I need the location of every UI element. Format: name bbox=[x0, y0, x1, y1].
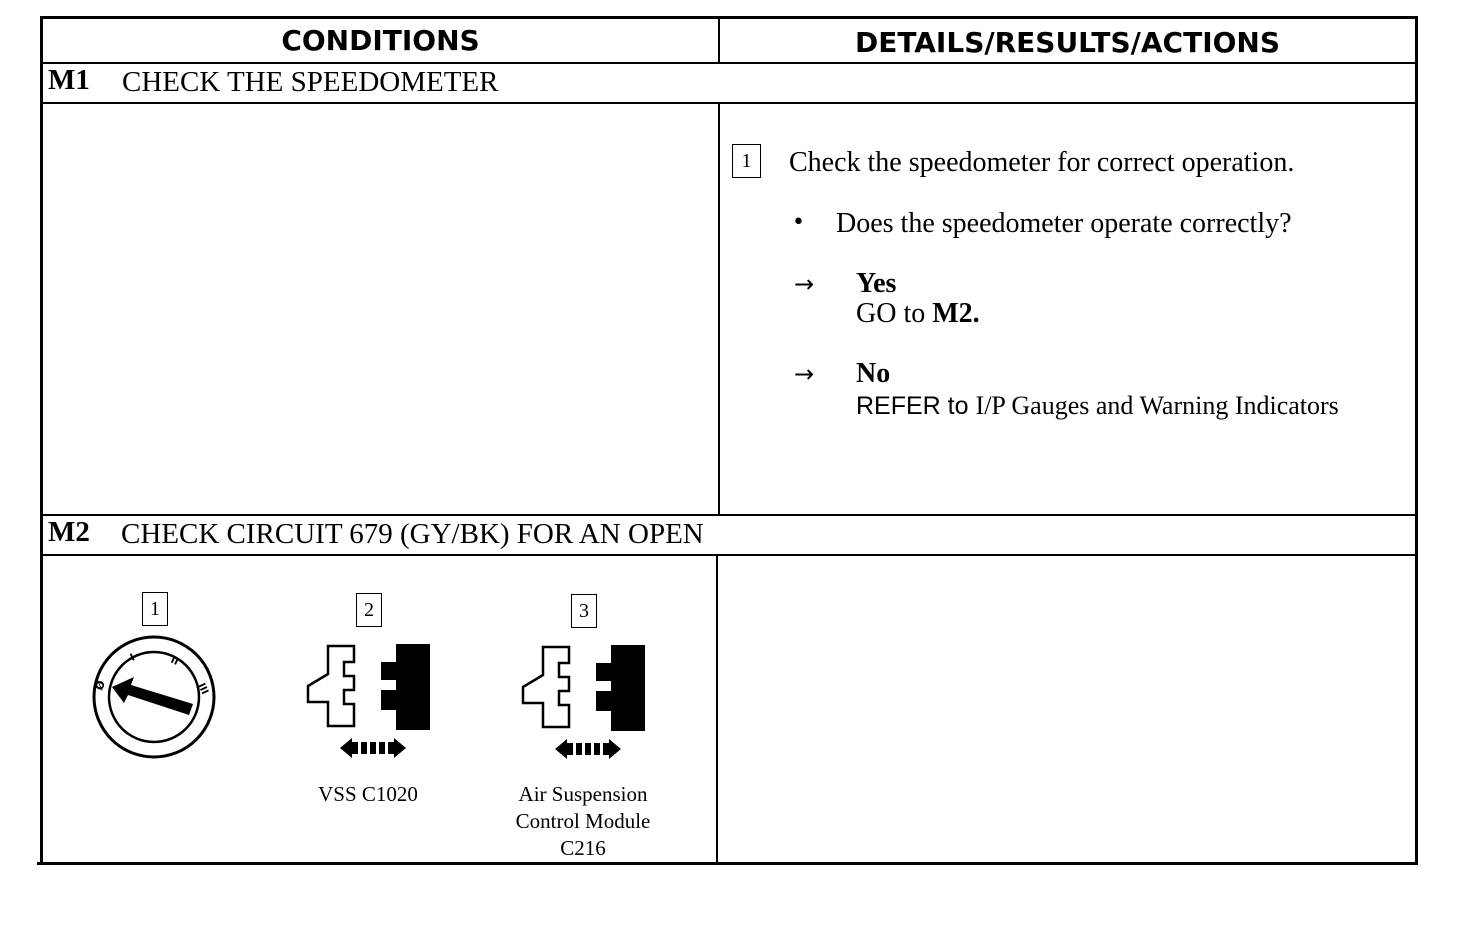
yes-action-prefix: GO to bbox=[856, 298, 926, 329]
m2-title-top-divider bbox=[40, 514, 1418, 516]
connector-disconnect-icon bbox=[306, 644, 430, 758]
no-label: No bbox=[856, 358, 891, 389]
svg-text:I: I bbox=[129, 652, 137, 664]
m2-title-bottom-divider bbox=[40, 554, 1418, 556]
m2-figure-2-number: 2 bbox=[356, 593, 382, 627]
svg-text:III: III bbox=[195, 682, 210, 697]
header-column-divider bbox=[718, 16, 720, 63]
m2-figure-1-number: 1 bbox=[142, 592, 168, 626]
table-bottom-border bbox=[37, 862, 1418, 865]
conditions-column-header: CONDITIONS bbox=[281, 24, 480, 57]
right-arrow-icon: → bbox=[794, 270, 815, 298]
m2-step-title: CHECK CIRCUIT 679 (GY/BK) FOR AN OPEN bbox=[121, 518, 704, 550]
bullet-icon: • bbox=[792, 210, 805, 235]
m1-step-title: CHECK THE SPEEDOMETER bbox=[122, 66, 499, 98]
m1-title-divider bbox=[40, 102, 1418, 104]
m1-question: Does the speedometer operate correctly? bbox=[836, 208, 1292, 239]
yes-action: GO to M2. bbox=[856, 298, 980, 330]
table-top-border bbox=[40, 16, 1418, 19]
right-arrow-icon: → bbox=[794, 360, 815, 388]
caption-line: Air Suspension bbox=[518, 782, 648, 806]
yes-label: Yes bbox=[856, 268, 897, 299]
m1-column-divider bbox=[718, 102, 720, 515]
header-row-divider bbox=[40, 62, 1418, 64]
m1-action-number: 1 bbox=[732, 144, 761, 178]
ignition-switch-icon: Ø I II III bbox=[92, 635, 216, 759]
caption-line: C216 bbox=[560, 836, 606, 860]
m2-step-id: M2 bbox=[48, 516, 90, 548]
m2-figure-2-caption: VSS C1020 bbox=[318, 782, 418, 806]
no-action-prefix: REFER to bbox=[856, 392, 969, 420]
m1-step-id: M1 bbox=[48, 64, 90, 96]
m2-column-divider bbox=[716, 554, 718, 864]
no-action-target: I/P Gauges and Warning Indicators bbox=[975, 391, 1339, 420]
no-action: REFER to I/P Gauges and Warning Indicato… bbox=[856, 390, 1339, 422]
table-left-border bbox=[40, 16, 43, 864]
svg-text:II: II bbox=[169, 655, 180, 668]
m2-figure-3-number: 3 bbox=[571, 594, 597, 628]
yes-action-target: M2. bbox=[932, 298, 980, 329]
m2-figure-3-caption: Air Suspension Control Module C216 bbox=[488, 781, 678, 862]
m1-instruction: Check the speedometer for correct operat… bbox=[789, 147, 1295, 178]
details-column-header: DETAILS/RESULTS/ACTIONS bbox=[854, 26, 1281, 59]
connector-disconnect-icon bbox=[521, 645, 645, 759]
table-right-border bbox=[1415, 16, 1418, 864]
caption-line: Control Module bbox=[515, 809, 651, 833]
